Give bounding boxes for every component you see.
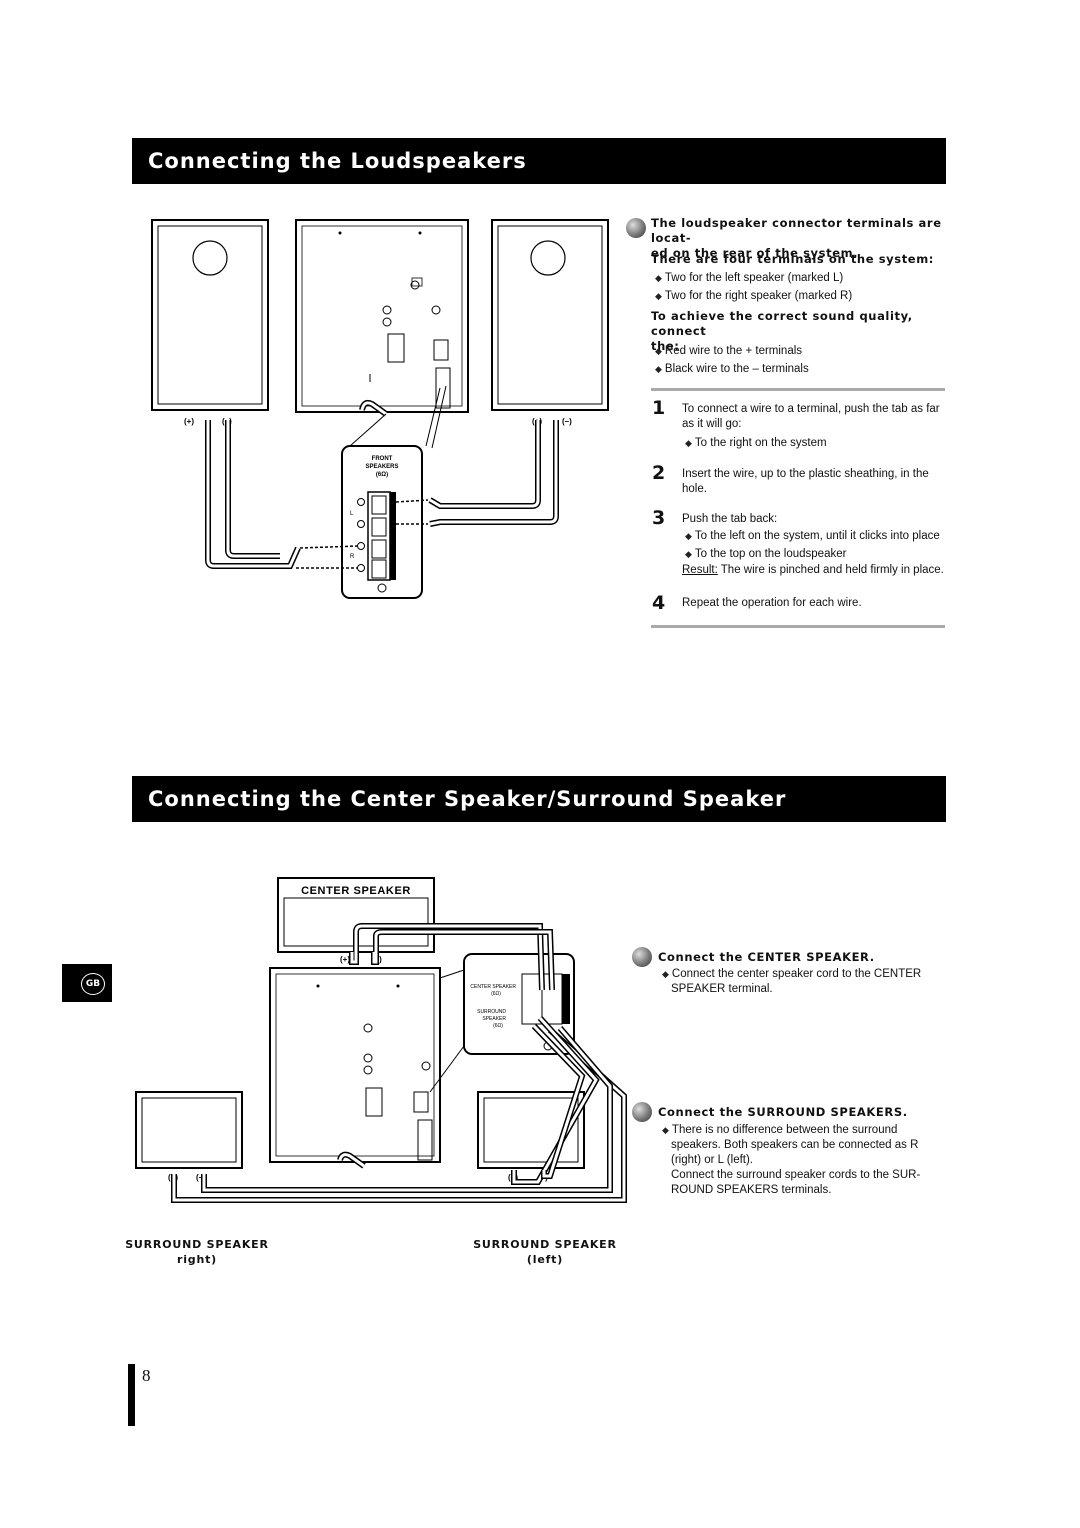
- surround-heading: Connect the SURROUND SPEAKERS.: [658, 1105, 908, 1119]
- svg-text:(+): (+): [340, 955, 350, 964]
- surround-text: (right) or L (left).: [671, 1154, 754, 1166]
- surround-right-subcaption: right): [177, 1253, 217, 1266]
- svg-text:FRONT: FRONT: [372, 456, 393, 462]
- intro-line: ed on the rear of the system.: [651, 246, 859, 260]
- step-text: Repeat the operation for each wire.: [682, 597, 862, 609]
- left-plus-label: (+): [184, 417, 194, 426]
- surround-text: ROUND SPEAKERS terminals.: [671, 1184, 832, 1196]
- right-speaker: [491, 219, 609, 411]
- step-number: 3: [652, 507, 666, 529]
- svg-text:SPEAKER: SPEAKER: [482, 1016, 506, 1022]
- page-number-bar: [128, 1364, 135, 1426]
- step-text: hole.: [682, 483, 707, 495]
- bullet-ball-icon: [632, 1102, 652, 1122]
- list-item: Red wire to the + terminals: [655, 342, 809, 360]
- list-item: Two for the right speaker (marked R): [655, 287, 852, 305]
- section-title-center-surround: Connecting the Center Speaker/Surround S…: [132, 776, 946, 822]
- step-number: 4: [652, 592, 666, 614]
- left-speaker: [151, 219, 269, 411]
- step-text: Push the tab back:: [682, 513, 778, 525]
- language-badge: GB: [81, 973, 105, 995]
- svg-text:(6Ω): (6Ω): [491, 991, 501, 997]
- list-item: Two for the left speaker (marked L): [655, 269, 852, 287]
- step-number: 1: [652, 397, 666, 419]
- bullet-ball-icon: [626, 218, 646, 238]
- surround-right-caption: SURROUND SPEAKER: [125, 1238, 269, 1251]
- surround-left-subcaption: (left): [526, 1253, 564, 1266]
- step-text: To connect a wire to a terminal, push th…: [682, 403, 940, 415]
- svg-text:CENTER SPEAKER: CENTER SPEAKER: [470, 984, 516, 990]
- svg-text:SURROUND: SURROUND: [477, 1009, 506, 1015]
- svg-text:(6Ω): (6Ω): [376, 472, 388, 478]
- list-item: Black wire to the – terminals: [655, 360, 809, 378]
- surround-left-caption: SURROUND SPEAKER: [473, 1238, 617, 1251]
- surround-text: Connect the surround speaker cords to th…: [671, 1169, 921, 1181]
- surround-speaker-right: [135, 1091, 243, 1169]
- svg-text:L: L: [350, 511, 354, 517]
- surround-text: speakers. Both speakers can be connected…: [671, 1139, 919, 1151]
- surround-text: There is no difference between the surro…: [662, 1123, 947, 1138]
- step-bullet: To the top on the loudspeaker: [685, 545, 952, 563]
- loudspeaker-wiring-diagram: (+) (–) (+) (–) FRONT SPEAKERS (6Ω) L R: [151, 219, 609, 599]
- intro-line: The loudspeaker connector terminals are …: [651, 216, 942, 245]
- left-speaker-woofer: [192, 240, 228, 276]
- center-text: SPEAKER terminal.: [671, 983, 773, 995]
- center-surround-wiring-diagram: CENTER SPEAKER (+) (–) CENTER SPEAKER (6…: [135, 877, 627, 1203]
- center-text: Connect the center speaker cord to the C…: [662, 967, 942, 982]
- section-title-loudspeakers: Connecting the Loudspeakers: [132, 138, 946, 184]
- svg-text:(6Ω): (6Ω): [493, 1023, 503, 1029]
- step-number: 2: [652, 462, 666, 484]
- step-result: Result: The wire is pinched and held fir…: [682, 564, 944, 576]
- right-speaker-woofer: [530, 240, 566, 276]
- step-bullet: To the left on the system, until it clic…: [685, 527, 952, 545]
- main-unit-rear: [295, 219, 469, 413]
- main-unit-rear: [269, 967, 441, 1163]
- step-text: as it will go:: [682, 418, 742, 430]
- right-minus-label: (–): [562, 417, 572, 426]
- terminals-heading: There are four terminals on the system:: [651, 252, 934, 266]
- svg-text:SPEAKERS: SPEAKERS: [365, 464, 398, 470]
- page-number: 8: [142, 1366, 151, 1385]
- svg-text:R: R: [350, 554, 355, 560]
- center-heading: Connect the CENTER SPEAKER.: [658, 950, 875, 964]
- divider: [651, 625, 945, 628]
- center-speaker-label: CENTER SPEAKER: [301, 885, 411, 897]
- step-text: Insert the wire, up to the plastic sheat…: [682, 468, 929, 480]
- bullet-ball-icon: [632, 947, 652, 967]
- quality-heading: To achieve the correct sound quality, co…: [651, 309, 913, 338]
- step-bullet: To the right on the system: [685, 434, 952, 452]
- divider: [651, 388, 945, 391]
